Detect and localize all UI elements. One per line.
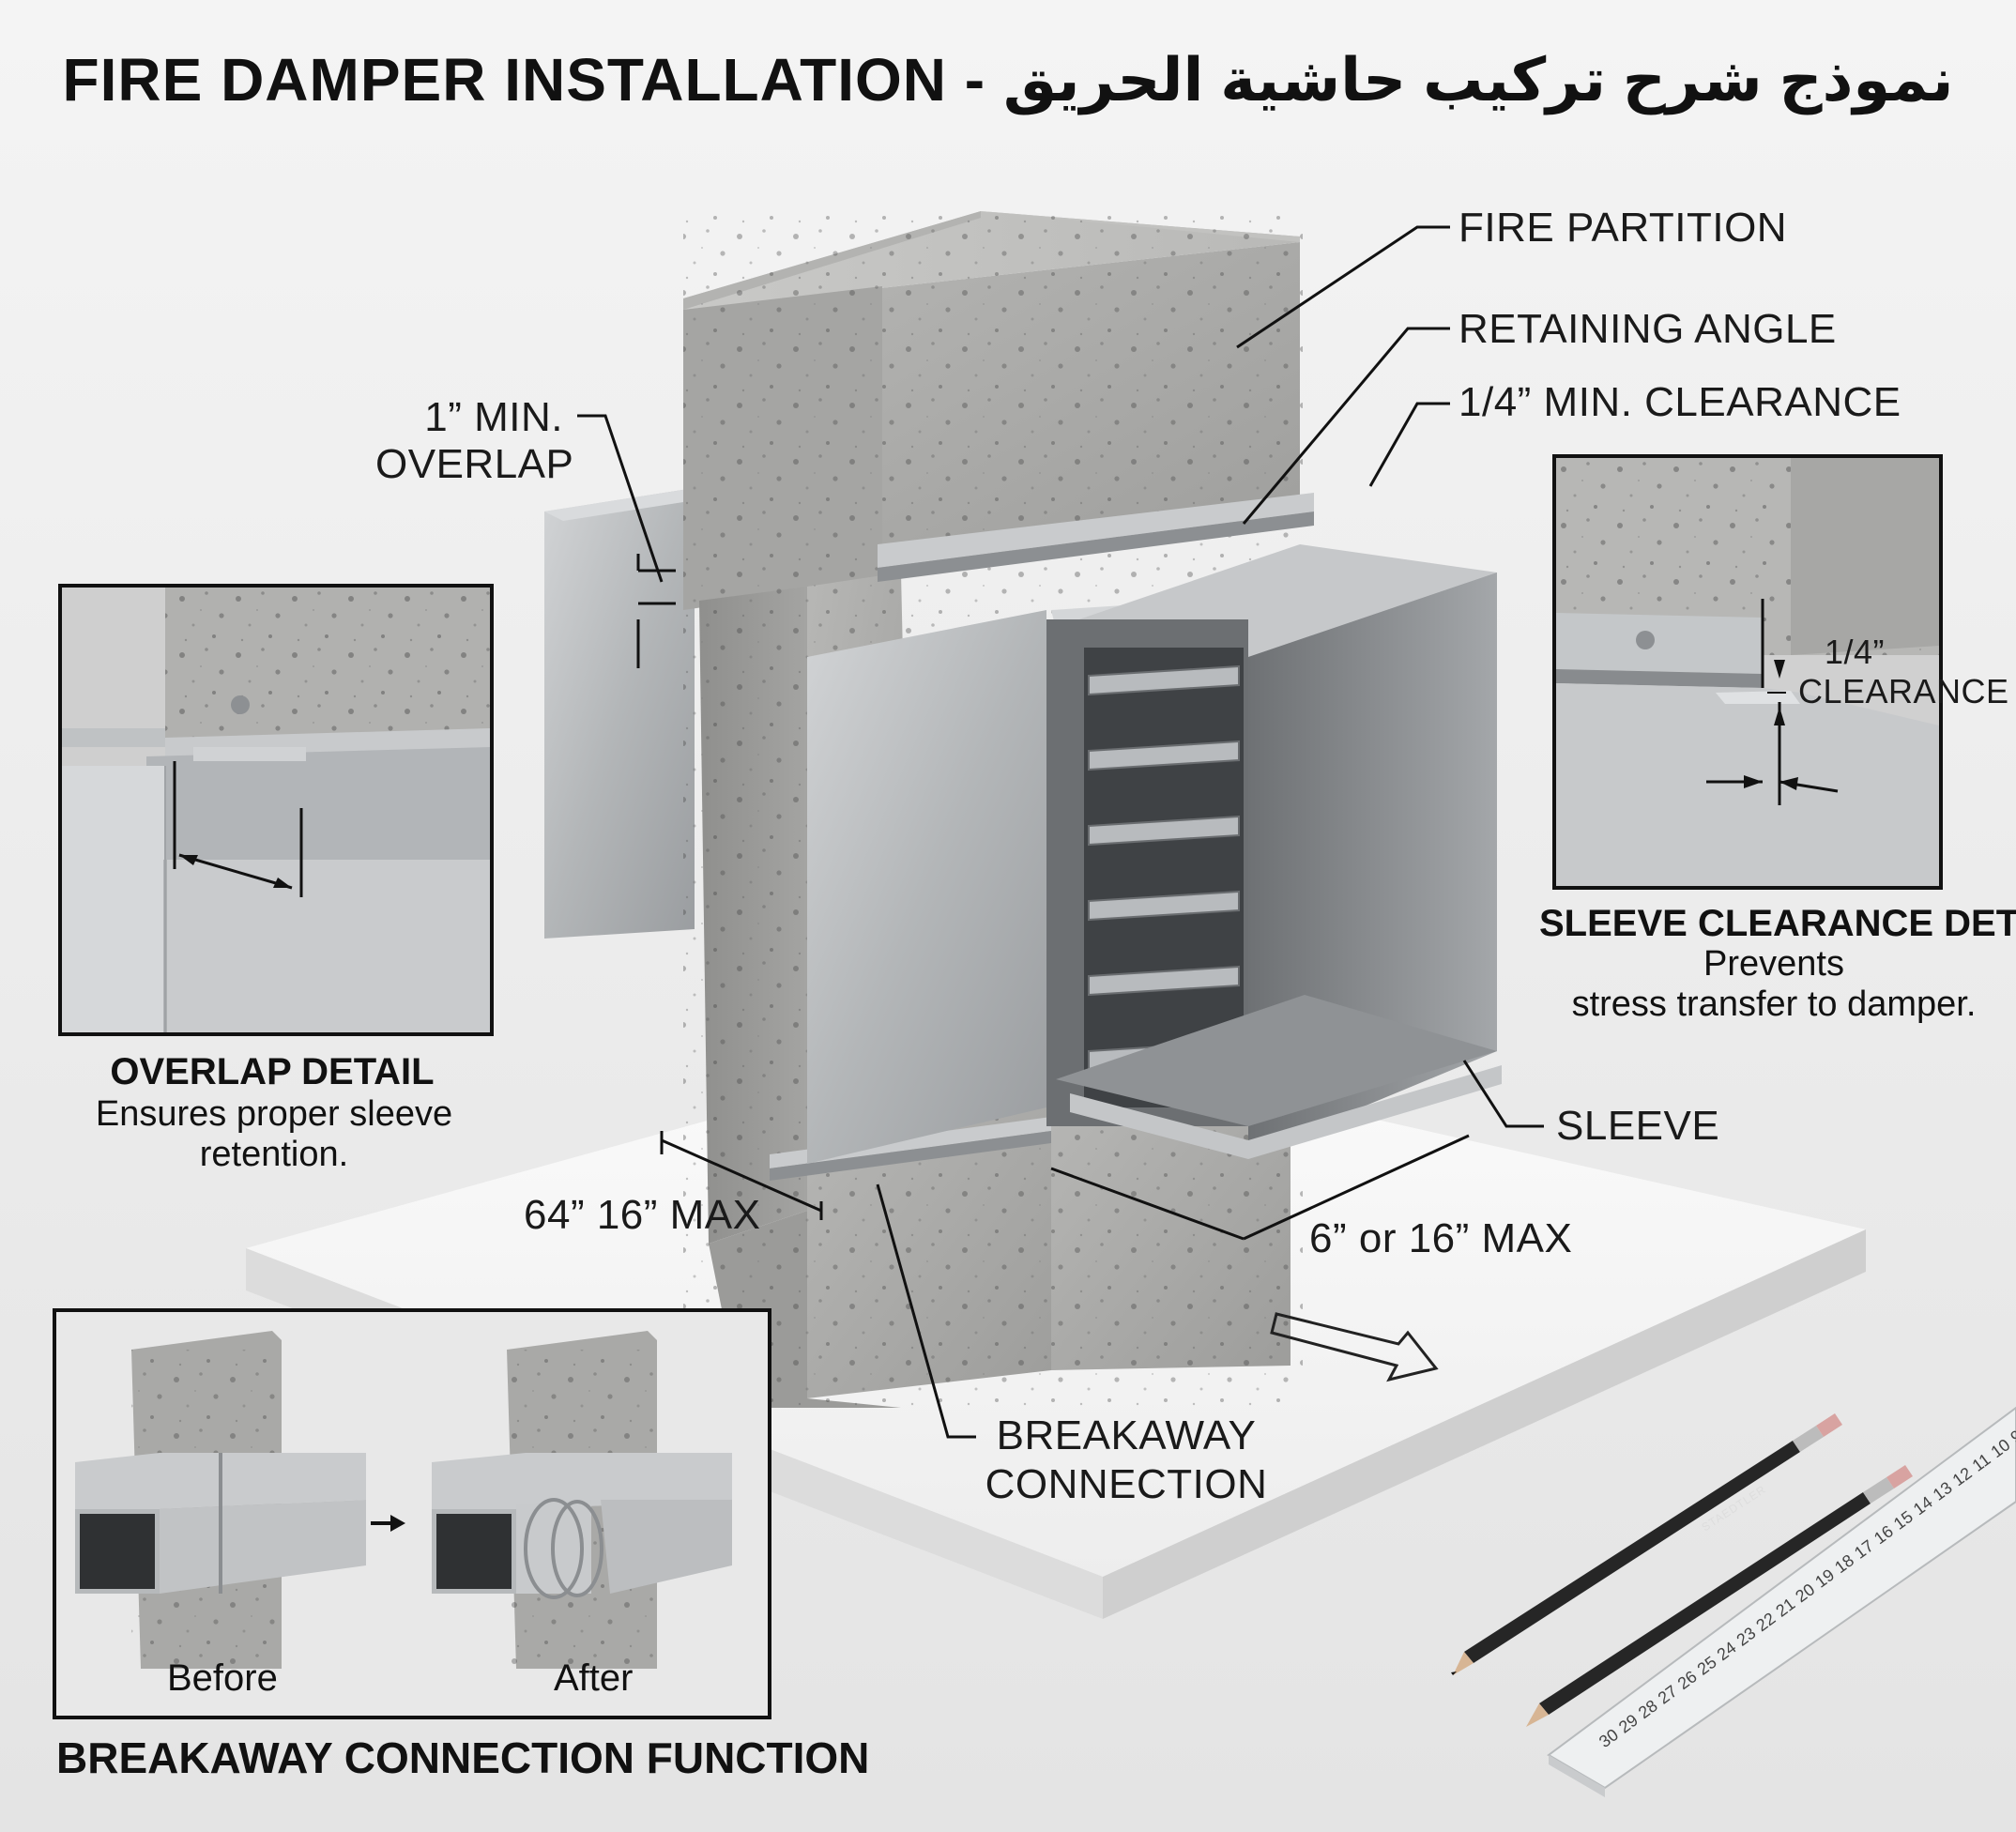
sleeve-detail-desc-1: Prevents bbox=[1703, 944, 1844, 984]
label-fire-partition: FIRE PARTITION bbox=[1459, 205, 1788, 251]
label-dim-right: 6” or 16” MAX bbox=[1309, 1215, 1573, 1261]
ruler bbox=[1547, 1406, 2016, 1797]
label-min-clearance: 1/4” MIN. CLEARANCE bbox=[1459, 379, 1901, 425]
pencils bbox=[1451, 1413, 1913, 1727]
breakaway-function-inset: Before After bbox=[53, 1308, 771, 1719]
label-sleeve: SLEEVE bbox=[1556, 1103, 1720, 1149]
sleeve-bottom bbox=[1056, 995, 1497, 1126]
sleeve-detail-title: SLEEVE CLEARANCE DETAIL bbox=[1539, 903, 2016, 944]
sleeve-clear-label-1: 1/4” bbox=[1825, 633, 1886, 671]
label-dim-left: 64” 16” MAX bbox=[524, 1192, 761, 1238]
overlap-detail-inset bbox=[58, 584, 494, 1036]
sleeve-back bbox=[544, 488, 695, 939]
before-label: Before bbox=[167, 1657, 278, 1699]
overlap-detail-desc-1: Ensures proper sleeve bbox=[95, 1094, 453, 1134]
sleeve-clear-label-2: CLEARANCE bbox=[1798, 672, 2009, 710]
sleeve-detail-desc-2: stress transfer to damper. bbox=[1571, 985, 1977, 1024]
overlap-detail-desc-2: retention. bbox=[199, 1135, 349, 1174]
flow-arrow bbox=[1270, 1312, 1439, 1382]
breakaway-function-image bbox=[56, 1312, 768, 1716]
label-overlap-line1: 1” MIN. bbox=[424, 394, 563, 440]
sleeve-clearance-inset bbox=[1552, 454, 1943, 890]
breakaway-function-title: BREAKAWAY CONNECTION FUNCTION bbox=[56, 1733, 870, 1782]
sleeve-clearance-image bbox=[1556, 458, 1939, 886]
sleeve-left-panel bbox=[807, 610, 1046, 1164]
leader-lines bbox=[577, 225, 1544, 1439]
label-breakaway-line2: CONNECTION bbox=[985, 1461, 1268, 1507]
after-label: After bbox=[554, 1657, 634, 1699]
overlap-detail-title: OVERLAP DETAIL bbox=[110, 1051, 435, 1092]
overlap-detail-image bbox=[62, 588, 490, 1032]
label-retaining-angle: RETAINING ANGLE bbox=[1459, 306, 1837, 352]
label-breakaway-line1: BREAKAWAY bbox=[996, 1412, 1257, 1458]
page-title: FIRE DAMPER INSTALLATION - نموذج شرح ترك… bbox=[62, 46, 1954, 114]
label-overlap-line2: OVERLAP bbox=[375, 441, 574, 487]
